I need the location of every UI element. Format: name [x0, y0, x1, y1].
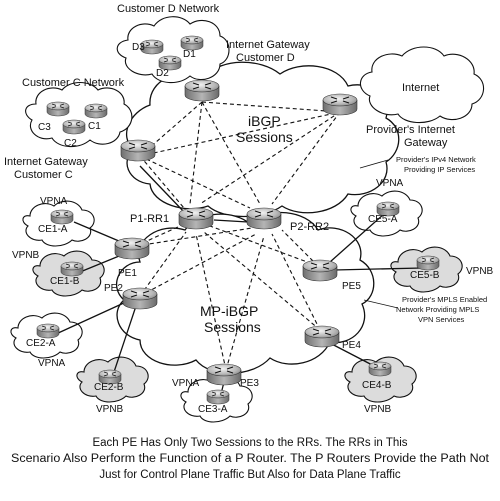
customer-c-cloud: [25, 81, 133, 148]
customer-d-network-label: Customer D Network: [117, 3, 220, 15]
ce1-a-router-icon: [50, 209, 74, 225]
internet-label: Internet: [402, 82, 439, 94]
p2-rr2-router-icon: [246, 207, 282, 230]
pe4-label: PE4: [342, 340, 361, 351]
ce1-b-router-icon: [60, 261, 84, 277]
ce5-a-label: CE5-A: [368, 214, 398, 225]
igw-customer-d-label-1: Internet Gateway: [226, 39, 310, 51]
igw-customer-d-router-icon: [184, 79, 220, 102]
vpna-ce1-label: VPNA: [40, 196, 68, 207]
pe3-label: PE3: [240, 378, 259, 389]
provider-internet-gateway-router-icon: [322, 93, 358, 116]
caption-line-2: Scenario Also Perform the Function of a …: [11, 453, 490, 465]
vpnb-ce1-label: VPNB: [12, 250, 40, 261]
pe3-router-icon: [206, 363, 242, 386]
mpls-note-1: Provider's MPLS Enabled: [402, 295, 487, 304]
ce4-b-router-icon: [368, 361, 392, 377]
ce1-b-label: CE1-B: [50, 276, 80, 287]
ce5-b-router-icon: [416, 255, 440, 271]
igw-customer-d-label-2: Customer D: [236, 52, 295, 64]
ce1-a-label: CE1-A: [38, 224, 68, 235]
c1-label: C1: [88, 121, 101, 132]
c3-label: C3: [38, 122, 51, 133]
p2-rr2-label: P2-RR2: [290, 221, 329, 233]
mpibgp-label-1: MP-iBGP: [200, 303, 258, 319]
pe2-router-icon: [122, 287, 158, 310]
caption-line-3: Just for Control Plane Traffic But Also …: [99, 469, 401, 481]
d1-router-icon: [180, 35, 204, 51]
ibgp-label-1: iBGP: [248, 113, 281, 129]
customer-d-cloud: [116, 16, 230, 84]
mpls-note-2: Network Providing MPLS: [396, 305, 479, 314]
c3-router-icon: [46, 101, 70, 117]
igw-customer-c-router-icon: [120, 139, 156, 162]
p1-rr1-router-icon: [178, 207, 214, 230]
pe4-router-icon: [304, 325, 340, 348]
mpls-note-3: VPN Services: [418, 315, 465, 324]
igw-customer-c-label-2: Customer C: [14, 169, 73, 181]
c2-label: C2: [64, 138, 77, 149]
internet-cloud: [359, 46, 485, 124]
vpna-ce5-label: VPNA: [376, 178, 404, 189]
ipv4-note-2: Providing IP Services: [404, 165, 475, 174]
pe5-label: PE5: [342, 281, 361, 292]
ce4-b-cloud: [344, 356, 417, 403]
ce2-a-router-icon: [36, 323, 60, 339]
ce2-b-label: CE2-B: [94, 382, 124, 393]
ibgp-session-lines: [139, 101, 341, 209]
c1-router-icon: [84, 103, 108, 119]
vpna-ce2-label: VPNA: [38, 358, 66, 369]
caption-line-1: Each PE Has Only Two Sessions to the RRs…: [92, 437, 407, 449]
ibgp-label-2: Sessions: [236, 129, 293, 145]
ce3-a-router-icon: [206, 389, 230, 405]
ce4-b-label: CE4-B: [362, 380, 392, 391]
provider-igw-label-1: Provider's Internet: [366, 124, 455, 136]
pe2-label: PE2: [104, 283, 123, 294]
mpibgp-session-lines: [135, 225, 321, 371]
vpna-ce3-label: VPNA: [172, 378, 200, 389]
igw-customer-c-label-1: Internet Gateway: [4, 156, 88, 168]
mpibgp-label-2: Sessions: [204, 319, 261, 335]
vpnb-ce2-label: VPNB: [96, 404, 124, 415]
c2-router-icon: [62, 119, 86, 135]
vpnb-ce4-label: VPNB: [364, 404, 392, 415]
provider-igw-label-2: Gateway: [404, 137, 448, 149]
ce5-b-label: CE5-B: [410, 270, 440, 281]
pe1-router-icon: [114, 237, 150, 260]
ce2-a-label: CE2-A: [26, 338, 56, 349]
vpnb-ce5-label: VPNB: [466, 266, 494, 277]
d3-label: D3: [132, 42, 145, 53]
pe5-router-icon: [302, 259, 338, 282]
d1-label: D1: [183, 49, 196, 60]
ipv4-note-1: Provider's IPv4 Network: [396, 155, 476, 164]
customer-c-network-label: Customer C Network: [22, 77, 125, 89]
ce3-a-label: CE3-A: [198, 404, 228, 415]
d2-label: D2: [156, 68, 169, 79]
pe1-label: PE1: [118, 268, 137, 279]
p1-rr1-label: P1-RR1: [130, 213, 169, 225]
physical-links: [55, 165, 423, 399]
